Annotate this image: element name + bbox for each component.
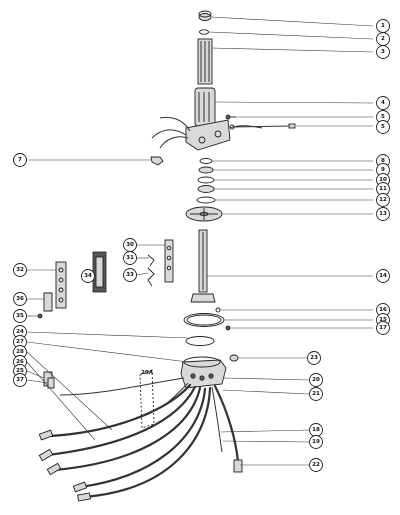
callout-18: 18 bbox=[309, 423, 323, 437]
svg-text:26: 26 bbox=[16, 359, 24, 365]
callout-2: 2 bbox=[376, 32, 390, 46]
svg-text:19: 19 bbox=[312, 439, 320, 445]
top-cap bbox=[198, 10, 212, 21]
washer-stack bbox=[196, 158, 216, 204]
callout-5b: 5 bbox=[376, 120, 390, 134]
svg-text:20: 20 bbox=[312, 377, 320, 383]
ground-wire bbox=[229, 123, 296, 130]
svg-text:21: 21 bbox=[312, 391, 320, 397]
svg-text:11: 11 bbox=[379, 186, 387, 192]
coil-bracket-30 bbox=[164, 239, 174, 283]
svg-text:24: 24 bbox=[16, 329, 24, 335]
callout-30: 30 bbox=[123, 238, 137, 252]
svg-text:28: 28 bbox=[16, 349, 24, 355]
top-washer bbox=[199, 29, 209, 35]
svg-text:5: 5 bbox=[381, 114, 385, 120]
callout-33-right: 33 bbox=[123, 268, 137, 282]
svg-text:1: 1 bbox=[381, 23, 385, 29]
svg-text:10: 10 bbox=[379, 177, 387, 183]
screw-35 bbox=[37, 313, 43, 319]
svg-text:2: 2 bbox=[381, 36, 385, 42]
clip-33 bbox=[147, 267, 155, 287]
svg-text:29A: 29A bbox=[141, 370, 154, 376]
callout-20: 20 bbox=[309, 373, 323, 387]
side-label-29a: 29A bbox=[141, 370, 154, 376]
shaft-housing bbox=[194, 87, 216, 127]
callout-13: 13 bbox=[376, 207, 390, 221]
svg-text:7: 7 bbox=[18, 157, 22, 163]
small-bolt bbox=[150, 156, 164, 166]
long-shaft bbox=[190, 229, 216, 303]
svg-text:5: 5 bbox=[381, 124, 385, 130]
housing-lead-wires bbox=[151, 116, 263, 149]
svg-text:13: 13 bbox=[379, 211, 387, 217]
svg-text:31: 31 bbox=[126, 255, 134, 261]
clip-31 bbox=[147, 254, 155, 267]
housing-base bbox=[185, 119, 231, 151]
callout-32: 32 bbox=[13, 263, 27, 277]
callout-34: 34 bbox=[81, 269, 95, 283]
small-pin-16 bbox=[215, 307, 221, 313]
callout-35: 35 bbox=[13, 309, 27, 323]
svg-text:23: 23 bbox=[310, 355, 318, 361]
svg-text:35: 35 bbox=[16, 313, 24, 319]
svg-text:9: 9 bbox=[381, 167, 385, 173]
svg-text:36: 36 bbox=[16, 296, 24, 302]
svg-text:17: 17 bbox=[379, 325, 387, 331]
svg-text:25: 25 bbox=[16, 368, 24, 374]
callout-12: 12 bbox=[376, 193, 390, 207]
svg-text:16: 16 bbox=[379, 307, 387, 313]
svg-text:15: 15 bbox=[379, 317, 387, 323]
svg-text:12: 12 bbox=[379, 197, 387, 203]
callout-36: 36 bbox=[13, 292, 27, 306]
callout-3: 3 bbox=[376, 45, 390, 59]
callout-37: 37 bbox=[13, 373, 27, 387]
terminal-strip-33 bbox=[55, 261, 67, 309]
svg-text:33: 33 bbox=[126, 272, 134, 278]
callout-19: 19 bbox=[309, 435, 323, 449]
svg-text:4: 4 bbox=[381, 100, 385, 106]
spark-plug-wires bbox=[46, 377, 240, 499]
callout-1: 1 bbox=[376, 19, 390, 33]
svg-text:18: 18 bbox=[312, 427, 320, 433]
callout-31: 31 bbox=[123, 251, 137, 265]
distributor-cap bbox=[180, 356, 227, 389]
small-bracket-32 bbox=[43, 292, 53, 312]
callout-14: 14 bbox=[376, 269, 390, 283]
wire-boot-29a bbox=[139, 369, 155, 429]
callout-23: 23 bbox=[307, 351, 321, 365]
upper-spline-shaft bbox=[197, 38, 213, 85]
svg-text:34: 34 bbox=[84, 273, 92, 279]
svg-text:14: 14 bbox=[379, 273, 387, 279]
svg-text:27: 27 bbox=[16, 339, 24, 345]
leader-lines bbox=[26, 16, 374, 466]
callout-17: 17 bbox=[376, 321, 390, 335]
svg-text:22: 22 bbox=[312, 462, 320, 468]
svg-text:30: 30 bbox=[126, 242, 134, 248]
connector-36 bbox=[43, 371, 55, 389]
grommet-23 bbox=[229, 354, 239, 362]
small-pin-17 bbox=[225, 325, 231, 331]
ring-gasket bbox=[183, 313, 225, 327]
terminal-block-34 bbox=[92, 251, 107, 293]
svg-text:3: 3 bbox=[381, 49, 385, 55]
svg-text:37: 37 bbox=[16, 377, 24, 383]
o-ring bbox=[185, 336, 215, 346]
callout-4: 4 bbox=[376, 96, 390, 110]
wire-terminals bbox=[38, 429, 243, 502]
callout-22: 22 bbox=[309, 458, 323, 472]
callout-7: 7 bbox=[13, 153, 27, 167]
svg-text:32: 32 bbox=[16, 267, 24, 273]
svg-text:8: 8 bbox=[381, 158, 385, 164]
callout-21: 21 bbox=[309, 387, 323, 401]
plate-disc bbox=[185, 206, 223, 222]
